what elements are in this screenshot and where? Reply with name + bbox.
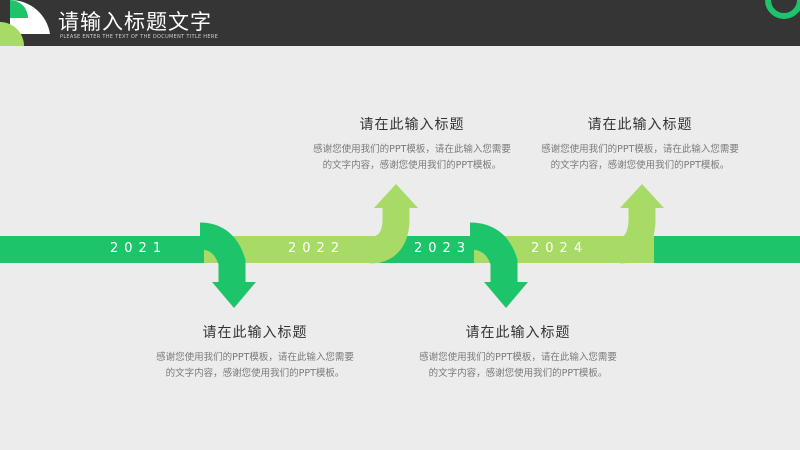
arrow-up-2 [618, 184, 664, 264]
item-title: 请在此输入标题 [202, 325, 308, 341]
timeline-item-2023: 请在此输入标题 感谢您使用我们的PPT模板，请在此输入您需要 的文字内容，感谢您… [383, 322, 653, 382]
year-label-2021: 2021 [110, 241, 168, 256]
item-description-line2: 的文字内容，感谢您使用我们的PPT模板。 [428, 368, 608, 379]
timeline-band-2021 [0, 236, 204, 263]
logo-icon [0, 0, 50, 46]
year-label-2022: 2022 [288, 241, 346, 256]
item-description-line2: 的文字内容，感谢您使用我们的PPT模板。 [322, 160, 502, 171]
ring-decoration-icon [765, 0, 800, 19]
item-description-line1: 感谢您使用我们的PPT模板，请在此输入您需要 [156, 352, 354, 363]
timeline-item-2024: 请在此输入标题 感谢您使用我们的PPT模板，请在此输入您需要 的文字内容，感谢您… [505, 114, 775, 174]
timeline-item-2022: 请在此输入标题 感谢您使用我们的PPT模板，请在此输入您需要 的文字内容，感谢您… [277, 114, 547, 174]
arrow-down-1 [199, 222, 256, 308]
year-label-2024: 2024 [531, 241, 589, 256]
timeline-item-2021: 请在此输入标题 感谢您使用我们的PPT模板，请在此输入您需要 的文字内容，感谢您… [120, 322, 390, 382]
item-title: 请在此输入标题 [465, 325, 571, 341]
item-description-line1: 感谢您使用我们的PPT模板，请在此输入您需要 [541, 144, 739, 155]
item-description-line2: 的文字内容，感谢您使用我们的PPT模板。 [165, 368, 345, 379]
page-subtitle: PLEASE ENTER THE TEXT OF THE DOCUMENT TI… [60, 34, 219, 40]
item-description-line1: 感谢您使用我们的PPT模板，请在此输入您需要 [419, 352, 617, 363]
arrow-up-1 [368, 184, 418, 264]
item-description-line2: 的文字内容，感谢您使用我们的PPT模板。 [550, 160, 730, 171]
header-bar: 请输入标题文字 PLEASE ENTER THE TEXT OF THE DOC… [0, 0, 800, 46]
year-label-2023: 2023 [414, 241, 472, 256]
arrow-down-2 [469, 222, 528, 308]
timeline-band-end [654, 236, 800, 263]
page-title: 请输入标题文字 [58, 10, 212, 34]
item-title: 请在此输入标题 [587, 117, 693, 133]
item-description-line1: 感谢您使用我们的PPT模板，请在此输入您需要 [313, 144, 511, 155]
item-title: 请在此输入标题 [359, 117, 465, 133]
